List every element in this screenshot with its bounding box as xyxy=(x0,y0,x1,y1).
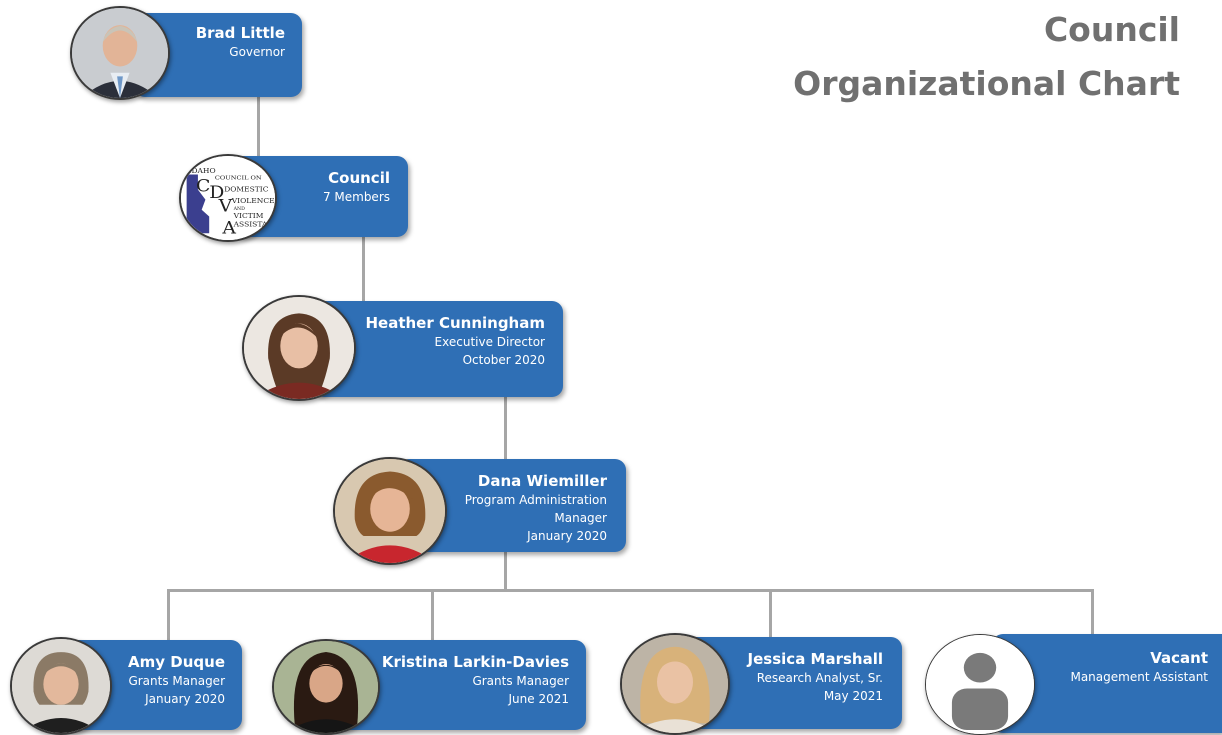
logo-text: VICTIM xyxy=(233,212,264,220)
node-role: Governor xyxy=(229,45,285,59)
node-name: Council xyxy=(328,169,390,187)
connector-bus-amy xyxy=(167,589,170,640)
portrait-photo xyxy=(70,6,170,100)
connector-bus-kristina xyxy=(431,589,434,640)
node-name: Jessica Marshall xyxy=(747,650,883,668)
logo-text: VIOLENCE xyxy=(231,196,275,204)
portrait-photo xyxy=(333,457,447,565)
chart-title-line2: Organizational Chart xyxy=(793,64,1180,103)
logo-text: ASSISTANCE xyxy=(233,220,275,228)
node-name: Kristina Larkin-Davies xyxy=(381,653,569,671)
node-date: January 2020 xyxy=(527,529,607,543)
person-placeholder-icon xyxy=(925,634,1035,735)
logo-initial: D xyxy=(209,183,224,203)
portrait-photo xyxy=(620,633,730,735)
connector-bus-jessica xyxy=(769,589,772,637)
node-date: May 2021 xyxy=(823,689,883,703)
logo-text: AND xyxy=(233,207,246,212)
connector-bus xyxy=(167,589,1094,592)
node-role: Grants Manager xyxy=(128,674,225,688)
node-name: Brad Little xyxy=(195,24,285,42)
node-date: January 2020 xyxy=(145,692,225,706)
connector-bus-vacant xyxy=(1091,589,1094,635)
node-role: Management Assistant xyxy=(1070,670,1208,684)
node-role: Research Analyst, Sr. xyxy=(756,671,883,685)
connector-brad-council xyxy=(257,97,260,157)
node-name: Heather Cunningham xyxy=(365,314,545,332)
connector-heather-dana xyxy=(504,397,507,459)
node-date: October 2020 xyxy=(462,353,545,367)
node-name: Amy Duque xyxy=(128,653,225,671)
connector-council-heather xyxy=(362,237,365,301)
node-date: June 2021 xyxy=(508,692,570,706)
node-role: Program Administration xyxy=(464,493,607,507)
logo-text: IDAHO xyxy=(189,166,216,174)
logo-initial: A xyxy=(221,218,237,238)
node-name: Dana Wiemiller xyxy=(477,472,607,490)
portrait-photo xyxy=(242,295,356,401)
node-name: Vacant xyxy=(1150,649,1208,667)
node-role: Grants Manager xyxy=(472,674,569,688)
node-role: Executive Director xyxy=(434,335,545,349)
logo-text: DOMESTIC xyxy=(224,185,269,193)
logo-initial: V xyxy=(218,196,234,216)
portrait-photo xyxy=(10,637,112,735)
connector-dana-bus xyxy=(504,552,507,590)
node-role: Manager xyxy=(554,511,607,525)
node-role: 7 Members xyxy=(322,190,390,204)
org-card: Heather Cunningham Executive Director Oc… xyxy=(313,301,563,397)
logo-initial: C xyxy=(196,176,210,196)
logo-text: COUNCIL ON xyxy=(215,175,262,182)
idaho-council-logo: IDAHO COUNCIL ON C D DOMESTIC V VIOLENCE… xyxy=(179,154,277,242)
portrait-photo xyxy=(272,639,380,735)
chart-title-line1: Council xyxy=(1043,10,1180,49)
